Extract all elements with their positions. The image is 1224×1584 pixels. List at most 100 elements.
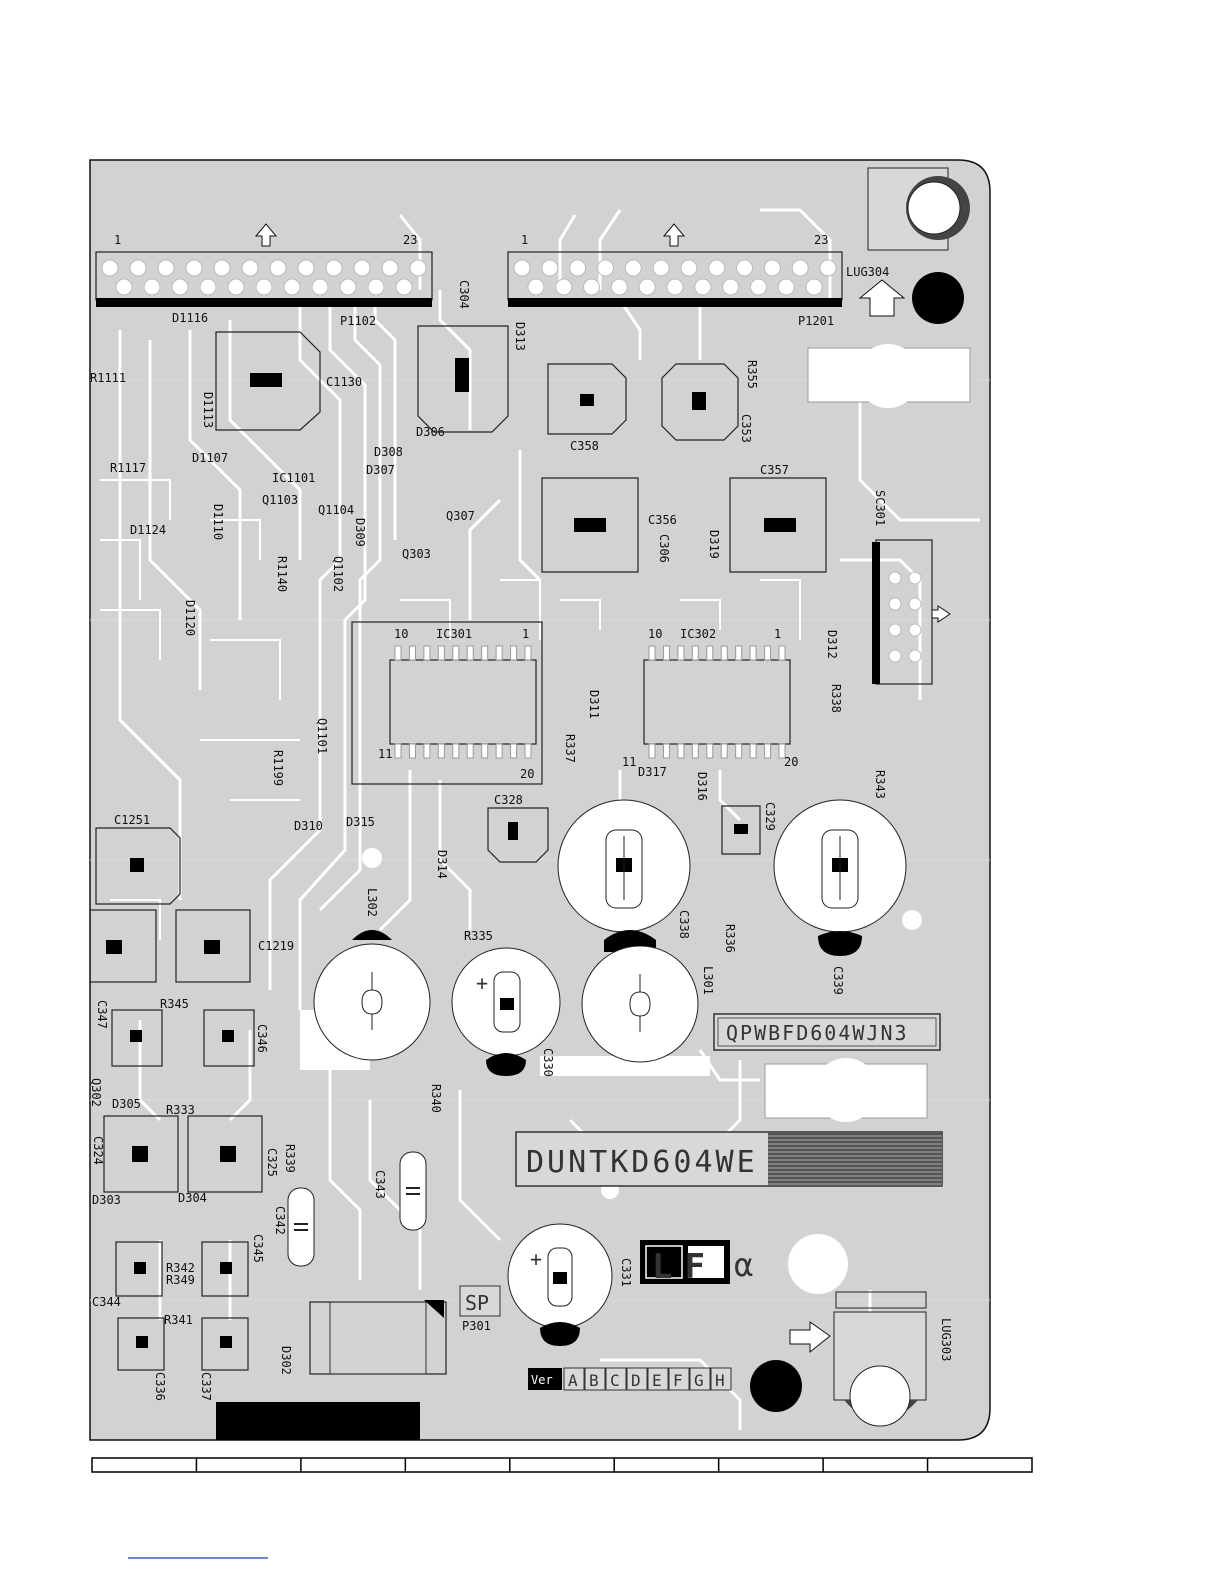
version-box — [647, 1367, 669, 1391]
c304-label: C304 — [457, 280, 471, 309]
header-pin — [101, 259, 119, 277]
c306-label: C306 — [657, 534, 671, 563]
version-letter: B — [589, 1371, 599, 1390]
r343-label: R343 — [873, 770, 887, 799]
header-p1201: 1 23 P1201 — [507, 223, 843, 328]
c357-label: C357 — [760, 463, 789, 477]
r1140-label: R1140 — [275, 556, 289, 592]
header-pin — [171, 278, 189, 296]
r1111-label: R1111 — [90, 371, 126, 385]
r1117-label: R1117 — [110, 461, 146, 475]
c346-label: C346 — [255, 1024, 269, 1053]
ic-pin — [495, 645, 503, 661]
arrow-icon — [662, 223, 686, 247]
ic-pin — [481, 645, 489, 661]
ic-pin — [735, 743, 743, 759]
q303-label: Q303 — [402, 547, 431, 561]
r336-label: R336 — [723, 924, 737, 953]
ic301-pin10: 10 — [394, 627, 408, 641]
header-pin — [694, 278, 712, 296]
r345-label: R345 — [160, 997, 189, 1011]
ic-pin — [706, 743, 714, 759]
svg-text:+: + — [530, 1247, 542, 1271]
lug304: LUG304 — [846, 167, 970, 324]
header-pin — [541, 259, 559, 277]
c339-label: C339 — [831, 966, 845, 995]
ic301-pin1: 1 — [522, 627, 529, 641]
ic-pin — [749, 645, 757, 661]
pcb-board — [89, 159, 991, 1441]
ic-pin — [778, 645, 786, 661]
ic302-pin1: 1 — [774, 627, 781, 641]
header-pin — [749, 278, 767, 296]
header-p1102: 1 23 P1102 — [95, 223, 433, 328]
ic-pin — [691, 645, 699, 661]
ic-pin — [510, 645, 518, 661]
connector-sc301: SC301 — [872, 490, 951, 685]
d1110-label: D1110 — [211, 504, 225, 540]
header-pin — [763, 259, 781, 277]
d305-label: D305 — [112, 1097, 141, 1111]
r342-label: R342 — [166, 1261, 195, 1275]
d1120-label: D1120 — [183, 600, 197, 636]
ic-pin — [691, 743, 699, 759]
d1124-label: D1124 — [130, 523, 166, 537]
header-pin — [325, 259, 343, 277]
ic-pin — [466, 743, 474, 759]
ic-pin — [648, 743, 656, 759]
header-pin — [367, 278, 385, 296]
header-pin — [555, 278, 573, 296]
d317-label: D317 — [638, 765, 667, 779]
version-box — [626, 1367, 648, 1391]
header-pin — [213, 259, 231, 277]
d319-label: D319 — [707, 530, 721, 559]
r333-label: R333 — [166, 1103, 195, 1117]
d309-label: D309 — [353, 518, 367, 547]
connector-p301: SP P301 — [309, 1285, 501, 1375]
c356-label: C356 — [648, 513, 677, 527]
ic-pin — [437, 743, 445, 759]
d310-label: D310 — [294, 819, 323, 833]
ic-pin — [524, 645, 532, 661]
q1101-label: Q1101 — [315, 718, 329, 754]
r339-label: R339 — [283, 1144, 297, 1173]
logo-letters: LF — [652, 1247, 717, 1287]
component-c324: C324 — [91, 1115, 179, 1193]
component-c353: R355 C353 — [661, 360, 759, 443]
version-letter: A — [568, 1371, 578, 1390]
version-box — [710, 1367, 732, 1391]
component-c328: C328 — [487, 793, 549, 863]
ic-pin — [466, 645, 474, 661]
header-pin — [638, 278, 656, 296]
arrow-icon — [858, 279, 906, 317]
version-letter: D — [631, 1371, 641, 1390]
header-pin — [339, 278, 357, 296]
d302-label: D302 — [279, 1346, 293, 1375]
sc301-label: SC301 — [873, 490, 887, 526]
ic-pin — [778, 743, 786, 759]
c330-label: C330 — [541, 1048, 555, 1077]
lug303: LUG303 — [750, 1291, 953, 1427]
component-c331: + C331 — [507, 1223, 633, 1346]
header-pin — [736, 259, 754, 277]
header-pin — [381, 259, 399, 277]
p1201-pin-first: 1 — [521, 233, 528, 247]
ic-pin — [662, 645, 670, 661]
c331-label: C331 — [619, 1258, 633, 1287]
component-c1130: C1130 — [215, 331, 362, 431]
component-c336: C336 — [117, 1317, 167, 1401]
partno-1: QPWBFD604WJN3 — [726, 1021, 909, 1045]
svg-text:+: + — [476, 971, 488, 995]
component-c337: C337 — [199, 1317, 249, 1401]
header-pin — [666, 278, 684, 296]
header-pin — [311, 278, 329, 296]
r341-label: R341 — [164, 1313, 193, 1327]
d308-label: D308 — [374, 445, 403, 459]
component-c343: C343 — [373, 1151, 427, 1231]
ic-pin — [452, 743, 460, 759]
arrow-icon — [254, 223, 278, 247]
ic302-pin10: 10 — [648, 627, 662, 641]
lead-free-logo: LF α — [640, 1240, 753, 1287]
component-c329 — [721, 805, 761, 855]
